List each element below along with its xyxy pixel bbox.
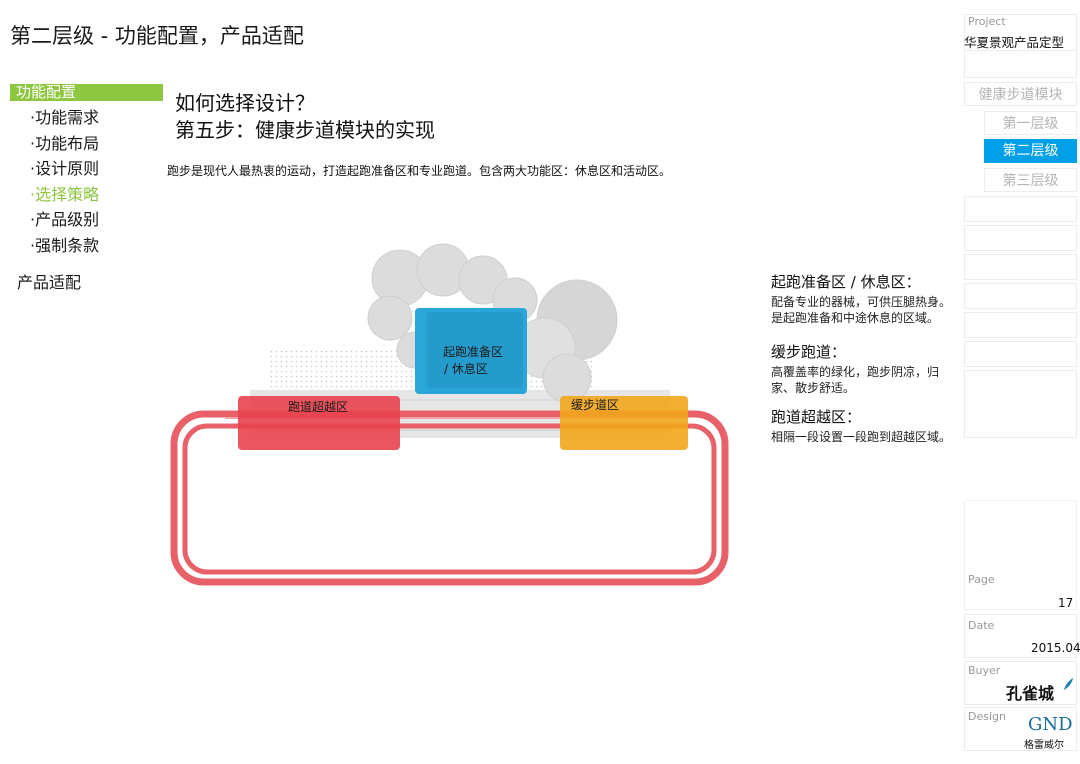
- buyer-panel: [964, 661, 1077, 705]
- nav-item-selection-strategy[interactable]: ·选择策略: [30, 184, 100, 204]
- empty-slot: [964, 225, 1077, 251]
- design-label: Design: [968, 710, 1006, 723]
- zone-slow: [560, 396, 688, 450]
- content-heading-question: 如何选择设计？: [175, 91, 315, 115]
- nav-item-product-level[interactable]: ·产品级别: [30, 210, 100, 230]
- nav-section-product-fit[interactable]: 产品适配: [17, 273, 82, 292]
- divider: [964, 50, 1077, 51]
- nav-item-mandatory-clauses[interactable]: ·强制条款: [30, 235, 100, 255]
- level-tab-3[interactable]: 第三层级: [984, 168, 1077, 192]
- empty-slot: [964, 370, 1077, 438]
- date-label: Date: [968, 619, 995, 632]
- design-name: 格雷威尔: [1024, 740, 1064, 751]
- nav-section-function-config[interactable]: 功能配置: [10, 84, 163, 101]
- annotation-overtake-zone: 跑道超越区： 相隔一段设置一段跑到超越区域。: [771, 408, 956, 445]
- empty-slot: [964, 196, 1077, 222]
- empty-slot: [964, 312, 1077, 338]
- empty-slot: [964, 341, 1077, 367]
- project-name: 华夏景观产品定型: [964, 35, 1065, 50]
- annotation-title: 缓步跑道：: [771, 343, 847, 361]
- design-panel: [964, 707, 1077, 751]
- content-heading-step: 第五步：健康步道模块的实现: [175, 118, 435, 142]
- zone-overtake-label: 跑道超越区: [288, 399, 348, 414]
- project-label: Project: [968, 15, 1006, 28]
- nav-item-design-principles[interactable]: ·设计原则: [30, 159, 100, 179]
- track-inner-ring: [182, 423, 717, 575]
- buyer-label: Buyer: [968, 664, 1001, 677]
- level-tab-1[interactable]: 第一层级: [984, 111, 1077, 135]
- project-panel: [964, 14, 1077, 78]
- design-logo: GND: [1028, 714, 1073, 735]
- date-value: 2015.04: [1031, 641, 1080, 655]
- date-panel: [964, 614, 1077, 658]
- page-title: 第二层级 - 功能配置，产品适配: [10, 24, 304, 48]
- annotation-ready-zone: 起跑准备区 / 休息区： 配备专业的器械，可供压腿热身。是起跑准备和中途休息的区…: [771, 273, 956, 326]
- module-button-health-trail[interactable]: 健康步道模块: [964, 82, 1077, 106]
- annotation-title: 跑道超越区：: [771, 408, 862, 426]
- annotation-title: 起跑准备区 / 休息区：: [771, 273, 921, 291]
- zone-ready-label: / 休息区: [444, 361, 488, 376]
- running-track-diagram: 跑道超越区 缓步道区 起跑准备区 / 休息区: [170, 243, 729, 586]
- zone-overtake: [238, 396, 400, 450]
- page-panel: [964, 500, 1077, 610]
- annotation-desc: 配备专业的器械，可供压腿热身。是起跑准备和中途休息的区域。: [771, 295, 952, 325]
- annotation-slow-track: 缓步跑道： 高覆盖率的绿化，跑步阴凉，归家、散步舒适。: [771, 343, 956, 396]
- zone-ready-label: 起跑准备区: [443, 345, 503, 359]
- page-label: Page: [968, 573, 995, 586]
- content-intro-text: 跑步是现代人最热衷的运动，打造起跑准备区和专业跑道。包含两大功能区：休息区和活动…: [167, 164, 672, 178]
- page-number: 17: [1058, 596, 1074, 610]
- empty-slot: [964, 283, 1077, 309]
- nav-item-function-layout[interactable]: ·功能布局: [30, 133, 100, 153]
- nav-item-function-needs[interactable]: ·功能需求: [30, 108, 100, 127]
- zone-slow-label: 缓步道区: [571, 398, 619, 412]
- feather-icon: [1064, 678, 1073, 690]
- buyer-logo: 孔雀城: [1006, 684, 1055, 703]
- level-tab-2[interactable]: 第二层级: [984, 139, 1077, 163]
- track-outer-ring: [170, 410, 729, 586]
- zone-ready-inner: [427, 312, 523, 388]
- empty-slot: [964, 254, 1077, 280]
- nav-list: ·功能需求 ·功能布局 ·设计原则 ·选择策略 ·产品级别 ·强制条款: [30, 108, 99, 262]
- annotation-desc: 相隔一段设置一段跑到超越区域。: [771, 430, 952, 444]
- annotation-desc: 高覆盖率的绿化，跑步阴凉，归家、散步舒适。: [771, 365, 940, 395]
